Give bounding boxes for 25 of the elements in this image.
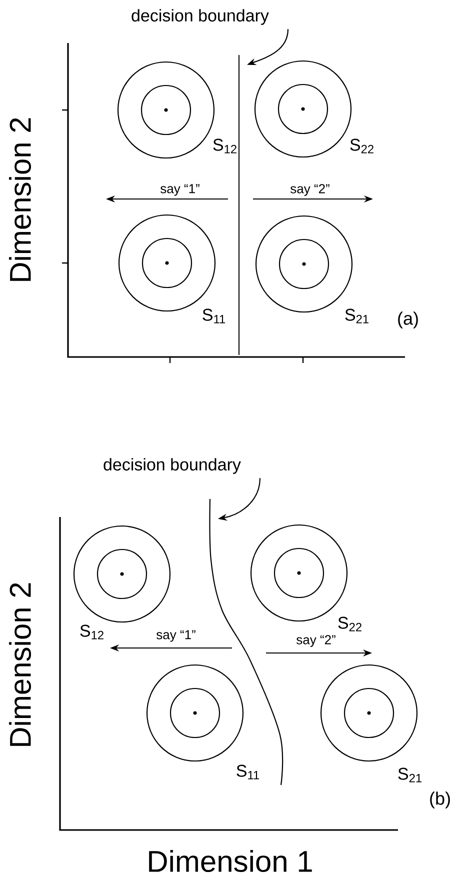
- stimulus-label: S$_{22}$: [350, 138, 374, 154]
- stimulus-label: S$_{21}$: [398, 768, 422, 782]
- axis-title: Dimension 2: [8, 583, 32, 746]
- panel-label: (a): [398, 312, 418, 328]
- response-label: say “1”: [160, 184, 200, 196]
- boundary-label: decision boundary: [104, 458, 241, 474]
- stimulus-label: S$_{11}$: [202, 308, 226, 324]
- target-circles: [73, 525, 171, 623]
- target-circles: [146, 664, 244, 762]
- stimulus-label: S$_{12}$: [213, 138, 236, 154]
- response-label: say “2”: [290, 184, 330, 196]
- response-label: say “1”: [156, 630, 196, 642]
- target-circles: [117, 61, 215, 159]
- axis-title: Dimension 1: [149, 850, 312, 872]
- axis-title: Dimension 2: [8, 118, 32, 281]
- stimulus-label: S$_{11}$: [236, 764, 260, 780]
- stimulus-label: S$_{12}$: [80, 624, 104, 640]
- response-label: say “2”: [296, 635, 336, 647]
- stimulus-label: S$_{22}$: [338, 616, 362, 632]
- decision-boundary: [209, 499, 284, 786]
- panel-label: (b): [430, 792, 450, 808]
- target-circles: [254, 60, 352, 158]
- target-circles: [320, 664, 418, 762]
- boundary-label: decision boundary: [132, 9, 269, 25]
- stimulus-label: S$_{21}$: [345, 308, 368, 324]
